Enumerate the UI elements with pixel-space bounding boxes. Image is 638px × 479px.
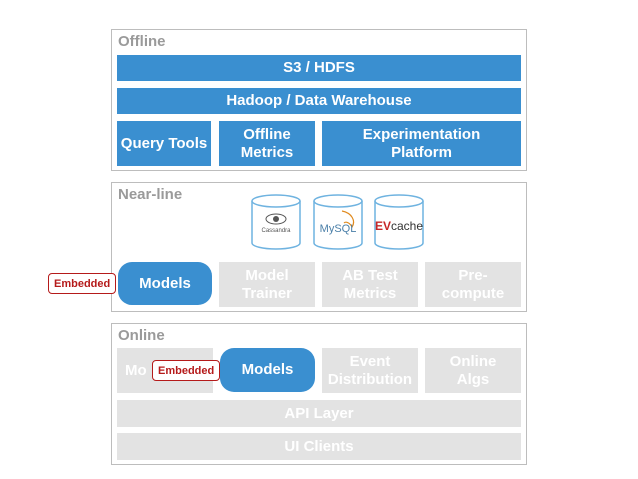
hadoop-box: Hadoop / Data Warehouse [117,88,521,114]
precompute-box: Pre- compute [425,262,521,307]
api-layer-box: API Layer [117,400,521,427]
evcache-suffix: cache [390,219,424,233]
nearline-models-box: Models [118,262,212,305]
evcache-label: EVcache [373,219,425,233]
nearline-title: Near-line [118,186,183,203]
ui-clients-box: UI Clients [117,433,521,460]
cassandra-db-icon: Cassandra [250,193,302,251]
nearline-embedded-tag: Embedded [48,273,117,294]
s3-hdfs-box: S3 / HDFS [117,55,521,81]
query-tools-box: Query Tools [117,121,211,166]
evcache-db-icon: EVcache [373,193,425,251]
online-title: Online [118,327,165,344]
mysql-label: MySQL [319,223,357,235]
offline-metrics-box: Offline Metrics [219,121,315,166]
online-models-box: Models [220,348,315,392]
mysql-db-icon: MySQL [312,193,364,251]
evcache-prefix: EV [374,219,391,233]
experimentation-box: Experimentation Platform [322,121,521,166]
offline-title: Offline [118,33,166,50]
online-embedded-tag: Embedded [152,360,221,381]
ab-test-metrics-box: AB Test Metrics [322,262,418,307]
online-hidden-box-label: Mo [125,361,147,379]
event-distribution-box: Event Distribution [322,348,418,393]
online-algs-box: Online Algs [425,348,521,393]
cassandra-label: Cassandra [261,228,291,234]
model-trainer-box: Model Trainer [219,262,315,307]
